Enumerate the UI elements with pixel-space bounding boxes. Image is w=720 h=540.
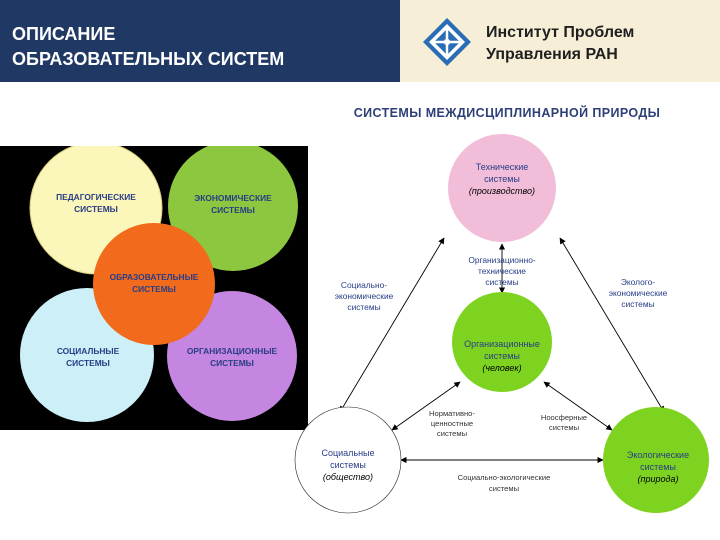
educational-systems-diagram: ПЕДАГОГИЧЕСКИЕ СИСТЕМЫ ЭКОНОМИЧЕСКИЕ СИС…: [0, 146, 308, 430]
institute-name-line-1: Институт Проблем: [486, 24, 635, 41]
social-corner-label-3: (общество): [323, 472, 373, 482]
org-tech-label-2: технические: [478, 266, 526, 276]
noosphere-label-1: Ноосферные: [541, 413, 587, 422]
technical-label-2: системы: [484, 174, 520, 184]
eco-econ-label-1: Эколого-: [621, 277, 655, 287]
educational-label-1: ОБРАЗОВАТЕЛЬНЫЕ: [110, 272, 199, 282]
institute-logo-icon: [423, 18, 471, 66]
org-tech-relation-label: Организационно- технические системы: [468, 255, 536, 287]
page-title: ОПИСАНИЕ ОБРАЗОВАТЕЛЬНЫХ СИСТЕМ: [12, 22, 284, 72]
organizational-social-arrow: [391, 381, 461, 431]
ecological-label-3: (природа): [638, 474, 679, 484]
socio-economic-relation-label: Социально- экономические системы: [335, 280, 394, 312]
eco-econ-label-2: экономические: [609, 288, 668, 298]
socio-eco-label-1: Социально-экологические: [458, 473, 551, 482]
normative-label-3: системы: [437, 429, 467, 438]
social-systems-corner-node: Социальные системы (общество): [294, 406, 402, 514]
noosphere-relation-label: Ноосферные системы: [541, 413, 587, 432]
ecological-systems-node: Экологические системы (природа): [603, 407, 709, 513]
social-corner-label-1: Социальные: [321, 448, 374, 458]
org-tech-label-1: Организационно-: [468, 255, 536, 265]
socio-econ-label-3: системы: [347, 302, 380, 312]
eco-econ-label-3: системы: [621, 299, 654, 309]
institute-panel: Институт Проблем Управления РАН: [400, 0, 720, 82]
technical-ecological-arrow: [559, 237, 665, 413]
organizational-systems-center-node: Организационные системы (человек): [452, 292, 552, 392]
socio-econ-label-1: Социально-: [341, 280, 387, 290]
technical-systems-node: Технические системы (производство): [448, 134, 556, 242]
page-title-line-2: ОБРАЗОВАТЕЛЬНЫХ СИСТЕМ: [12, 49, 285, 69]
economic-label-1: ЭКОНОМИЧЕСКИЕ: [194, 193, 272, 203]
socio-econ-label-2: экономические: [335, 291, 394, 301]
socio-eco-label-2: системы: [489, 484, 519, 493]
organizational-center-label-1: Организационные: [464, 339, 540, 349]
institute-name-line-2: Управления РАН: [486, 46, 618, 63]
institute-name: Институт Проблем Управления РАН: [486, 22, 634, 66]
technical-social-arrow: [339, 237, 445, 413]
organizational-label-1: ОРГАНИЗАЦИОННЫЕ: [187, 346, 278, 356]
educational-label-2: СИСТЕМЫ: [132, 284, 176, 294]
economic-label-2: СИСТЕМЫ: [211, 205, 255, 215]
pedagogical-label-2: СИСТЕМЫ: [74, 204, 118, 214]
pedagogical-label-1: ПЕДАГОГИЧЕСКИЕ: [56, 192, 136, 202]
noosphere-label-2: системы: [549, 423, 579, 432]
organizational-label-2: СИСТЕМЫ: [210, 358, 254, 368]
social-label-2: СИСТЕМЫ: [66, 358, 110, 368]
social-label-1: СОЦИАЛЬНЫЕ: [57, 346, 120, 356]
organizational-center-label-3: (человек): [482, 363, 521, 373]
organizational-ecological-arrow: [543, 381, 613, 431]
diagram-subtitle: СИСТЕМЫ МЕЖДИСЦИПЛИНАРНОЙ ПРИРОДЫ: [353, 106, 661, 120]
educational-systems-node: ОБРАЗОВАТЕЛЬНЫЕ СИСТЕМЫ: [93, 223, 215, 345]
page-title-line-1: ОПИСАНИЕ: [12, 24, 116, 44]
economic-systems-node: ЭКОНОМИЧЕСКИЕ СИСТЕМЫ: [168, 146, 298, 271]
normative-label-1: Нормативно-: [429, 409, 475, 418]
ecological-label-1: Экологические: [627, 450, 689, 460]
interdisciplinary-systems-diagram: Технические системы (производство) Орган…: [294, 134, 709, 514]
technical-label-3: (производство): [469, 186, 535, 196]
technical-label-1: Технические: [476, 162, 528, 172]
header-title-panel: ОПИСАНИЕ ОБРАЗОВАТЕЛЬНЫХ СИСТЕМ: [0, 0, 400, 82]
normative-label-2: ценностные: [431, 419, 473, 428]
organizational-center-label-2: системы: [484, 351, 520, 361]
social-corner-label-2: системы: [330, 460, 366, 470]
normative-relation-label: Нормативно- ценностные системы: [429, 409, 475, 438]
eco-economic-relation-label: Эколого- экономические системы: [609, 277, 668, 309]
ecological-label-2: системы: [640, 462, 676, 472]
org-tech-label-3: системы: [485, 277, 518, 287]
socio-ecological-relation-label: Социально-экологические системы: [458, 473, 551, 493]
